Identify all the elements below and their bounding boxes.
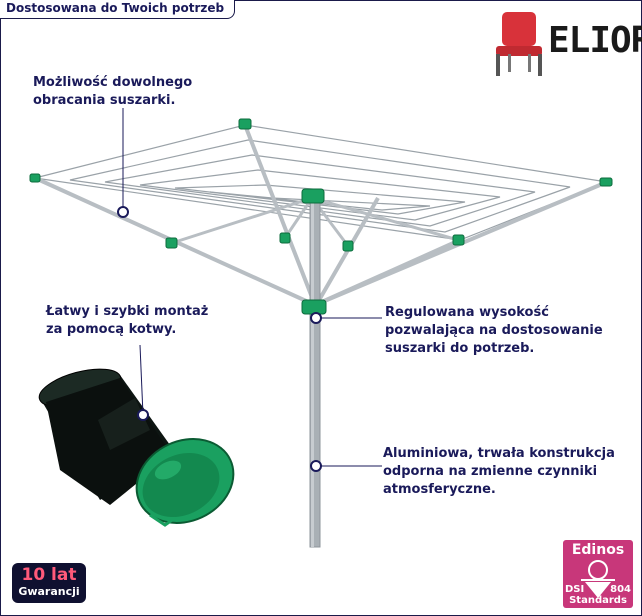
green-joints [29, 118, 613, 315]
certificate-left: DSI [565, 584, 585, 595]
warranty-label: Gwarancji [18, 585, 80, 598]
callout-rotation: Możliwość dowolnego obracania suszarki. [33, 74, 192, 110]
warranty-years: 10 lat [21, 565, 77, 585]
callout-mounting: Łatwy i szybki montaż za pomocą kotwy. [46, 303, 208, 339]
callout-rotation-line1: Możliwość dowolnego [33, 75, 193, 90]
chair-icon [496, 12, 542, 76]
clothes-lines [34, 124, 610, 241]
ground-anchor [38, 368, 235, 527]
certificate-brand: Edinos [571, 542, 625, 558]
certificate-emblem-icon [581, 560, 615, 598]
certificate-bottom: Standards [569, 595, 627, 606]
callout-material-line3: atmosferyczne. [383, 482, 496, 497]
header-title: Dostosowana do Twoich potrzeb [0, 0, 236, 19]
callout-material: Aluminiowa, trwała konstrukcja odporna n… [383, 445, 615, 499]
callout-material-line2: odporna na zmienne czynniki [383, 464, 598, 479]
callout-mounting-line1: Łatwy i szybki montaż [46, 304, 209, 319]
edinos-certificate-badge: Edinos DSI 804 Standards [563, 540, 633, 608]
callout-leaders [117, 108, 382, 472]
callout-rotation-line2: obracania suszarki. [33, 93, 176, 108]
callout-mounting-line2: za pomocą kotwy. [46, 322, 177, 337]
brand-name: ELIOR [548, 20, 642, 61]
certificate-right: 804 [610, 584, 631, 595]
callout-height: Regulowana wysokość pozwalająca na dosto… [385, 304, 603, 358]
warranty-badge: 10 lat Gwarancji [12, 563, 86, 603]
callout-material-line1: Aluminiowa, trwała konstrukcja [383, 446, 615, 461]
callout-height-line2: pozwalająca na dostosowanie [385, 323, 603, 338]
callout-height-line1: Regulowana wysokość [385, 305, 549, 320]
callout-height-line3: suszarki do potrzeb. [385, 341, 535, 356]
